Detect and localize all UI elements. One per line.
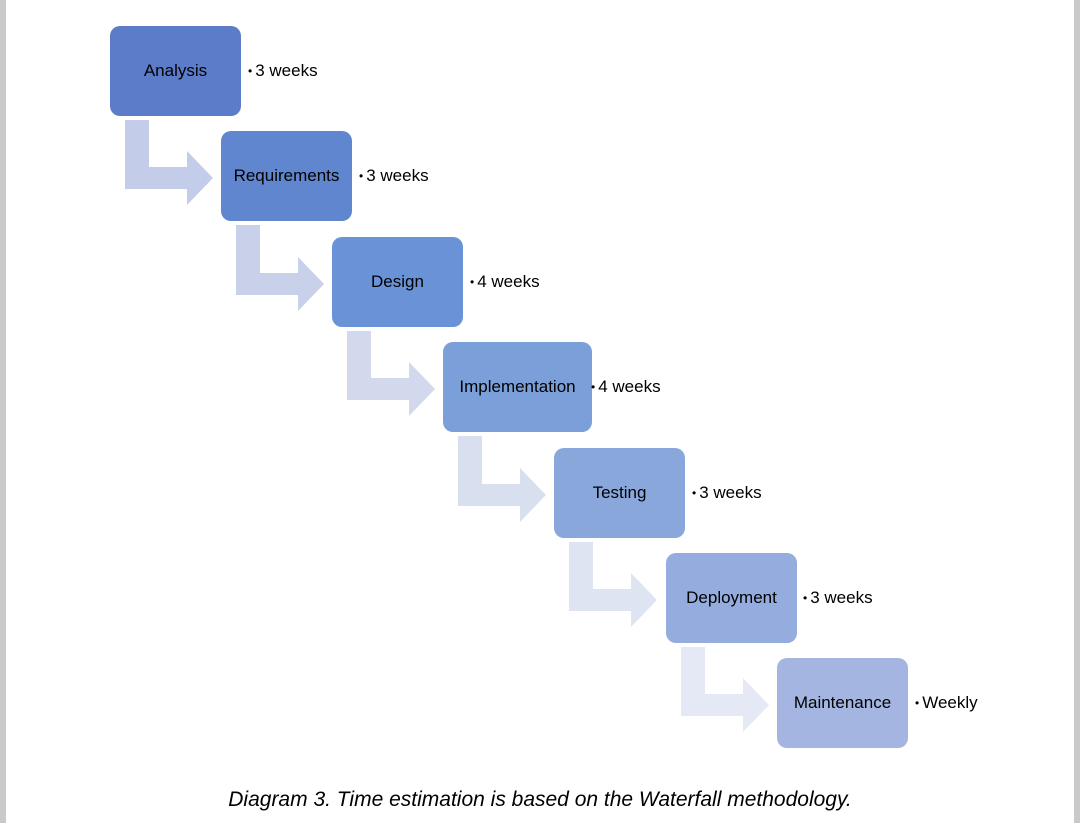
duration-text: 4 weeks <box>598 377 661 396</box>
connector-arrow-2 <box>236 225 324 311</box>
step-duration-deployment: •3 weeks <box>803 588 873 608</box>
step-duration-requirements: •3 weeks <box>359 166 429 186</box>
bullet-icon: • <box>591 380 596 394</box>
step-box-design: Design <box>332 237 463 327</box>
connector-arrow-3 <box>347 331 435 416</box>
connector-arrow-5 <box>569 542 657 627</box>
bullet-icon: • <box>470 275 475 289</box>
bullet-icon: • <box>692 486 697 500</box>
duration-text: 4 weeks <box>477 272 540 291</box>
duration-text: 3 weeks <box>810 588 873 607</box>
duration-text: 3 weeks <box>255 61 318 80</box>
connector-arrow-4 <box>458 436 546 522</box>
duration-text: 3 weeks <box>699 483 762 502</box>
diagram-caption: Diagram 3. Time estimation is based on t… <box>228 788 852 811</box>
step-duration-design: •4 weeks <box>470 272 540 292</box>
bullet-icon: • <box>248 64 253 78</box>
connector-arrow-1 <box>125 120 213 205</box>
step-box-maintenance: Maintenance <box>777 658 908 748</box>
connector-arrow-6 <box>681 647 769 732</box>
duration-text: Weekly <box>922 693 978 712</box>
step-duration-testing: •3 weeks <box>692 483 762 503</box>
bullet-icon: • <box>359 169 364 183</box>
step-duration-maintenance: •Weekly <box>915 693 978 713</box>
bullet-icon: • <box>915 696 920 710</box>
step-box-requirements: Requirements <box>221 131 352 221</box>
step-duration-implementation: •4 weeks <box>591 377 661 397</box>
bullet-icon: • <box>803 591 808 605</box>
step-duration-analysis: •3 weeks <box>248 61 318 81</box>
step-box-testing: Testing <box>554 448 685 538</box>
step-box-analysis: Analysis <box>110 26 241 116</box>
duration-text: 3 weeks <box>366 166 429 185</box>
step-box-implementation: Implementation <box>443 342 592 432</box>
step-box-deployment: Deployment <box>666 553 797 643</box>
